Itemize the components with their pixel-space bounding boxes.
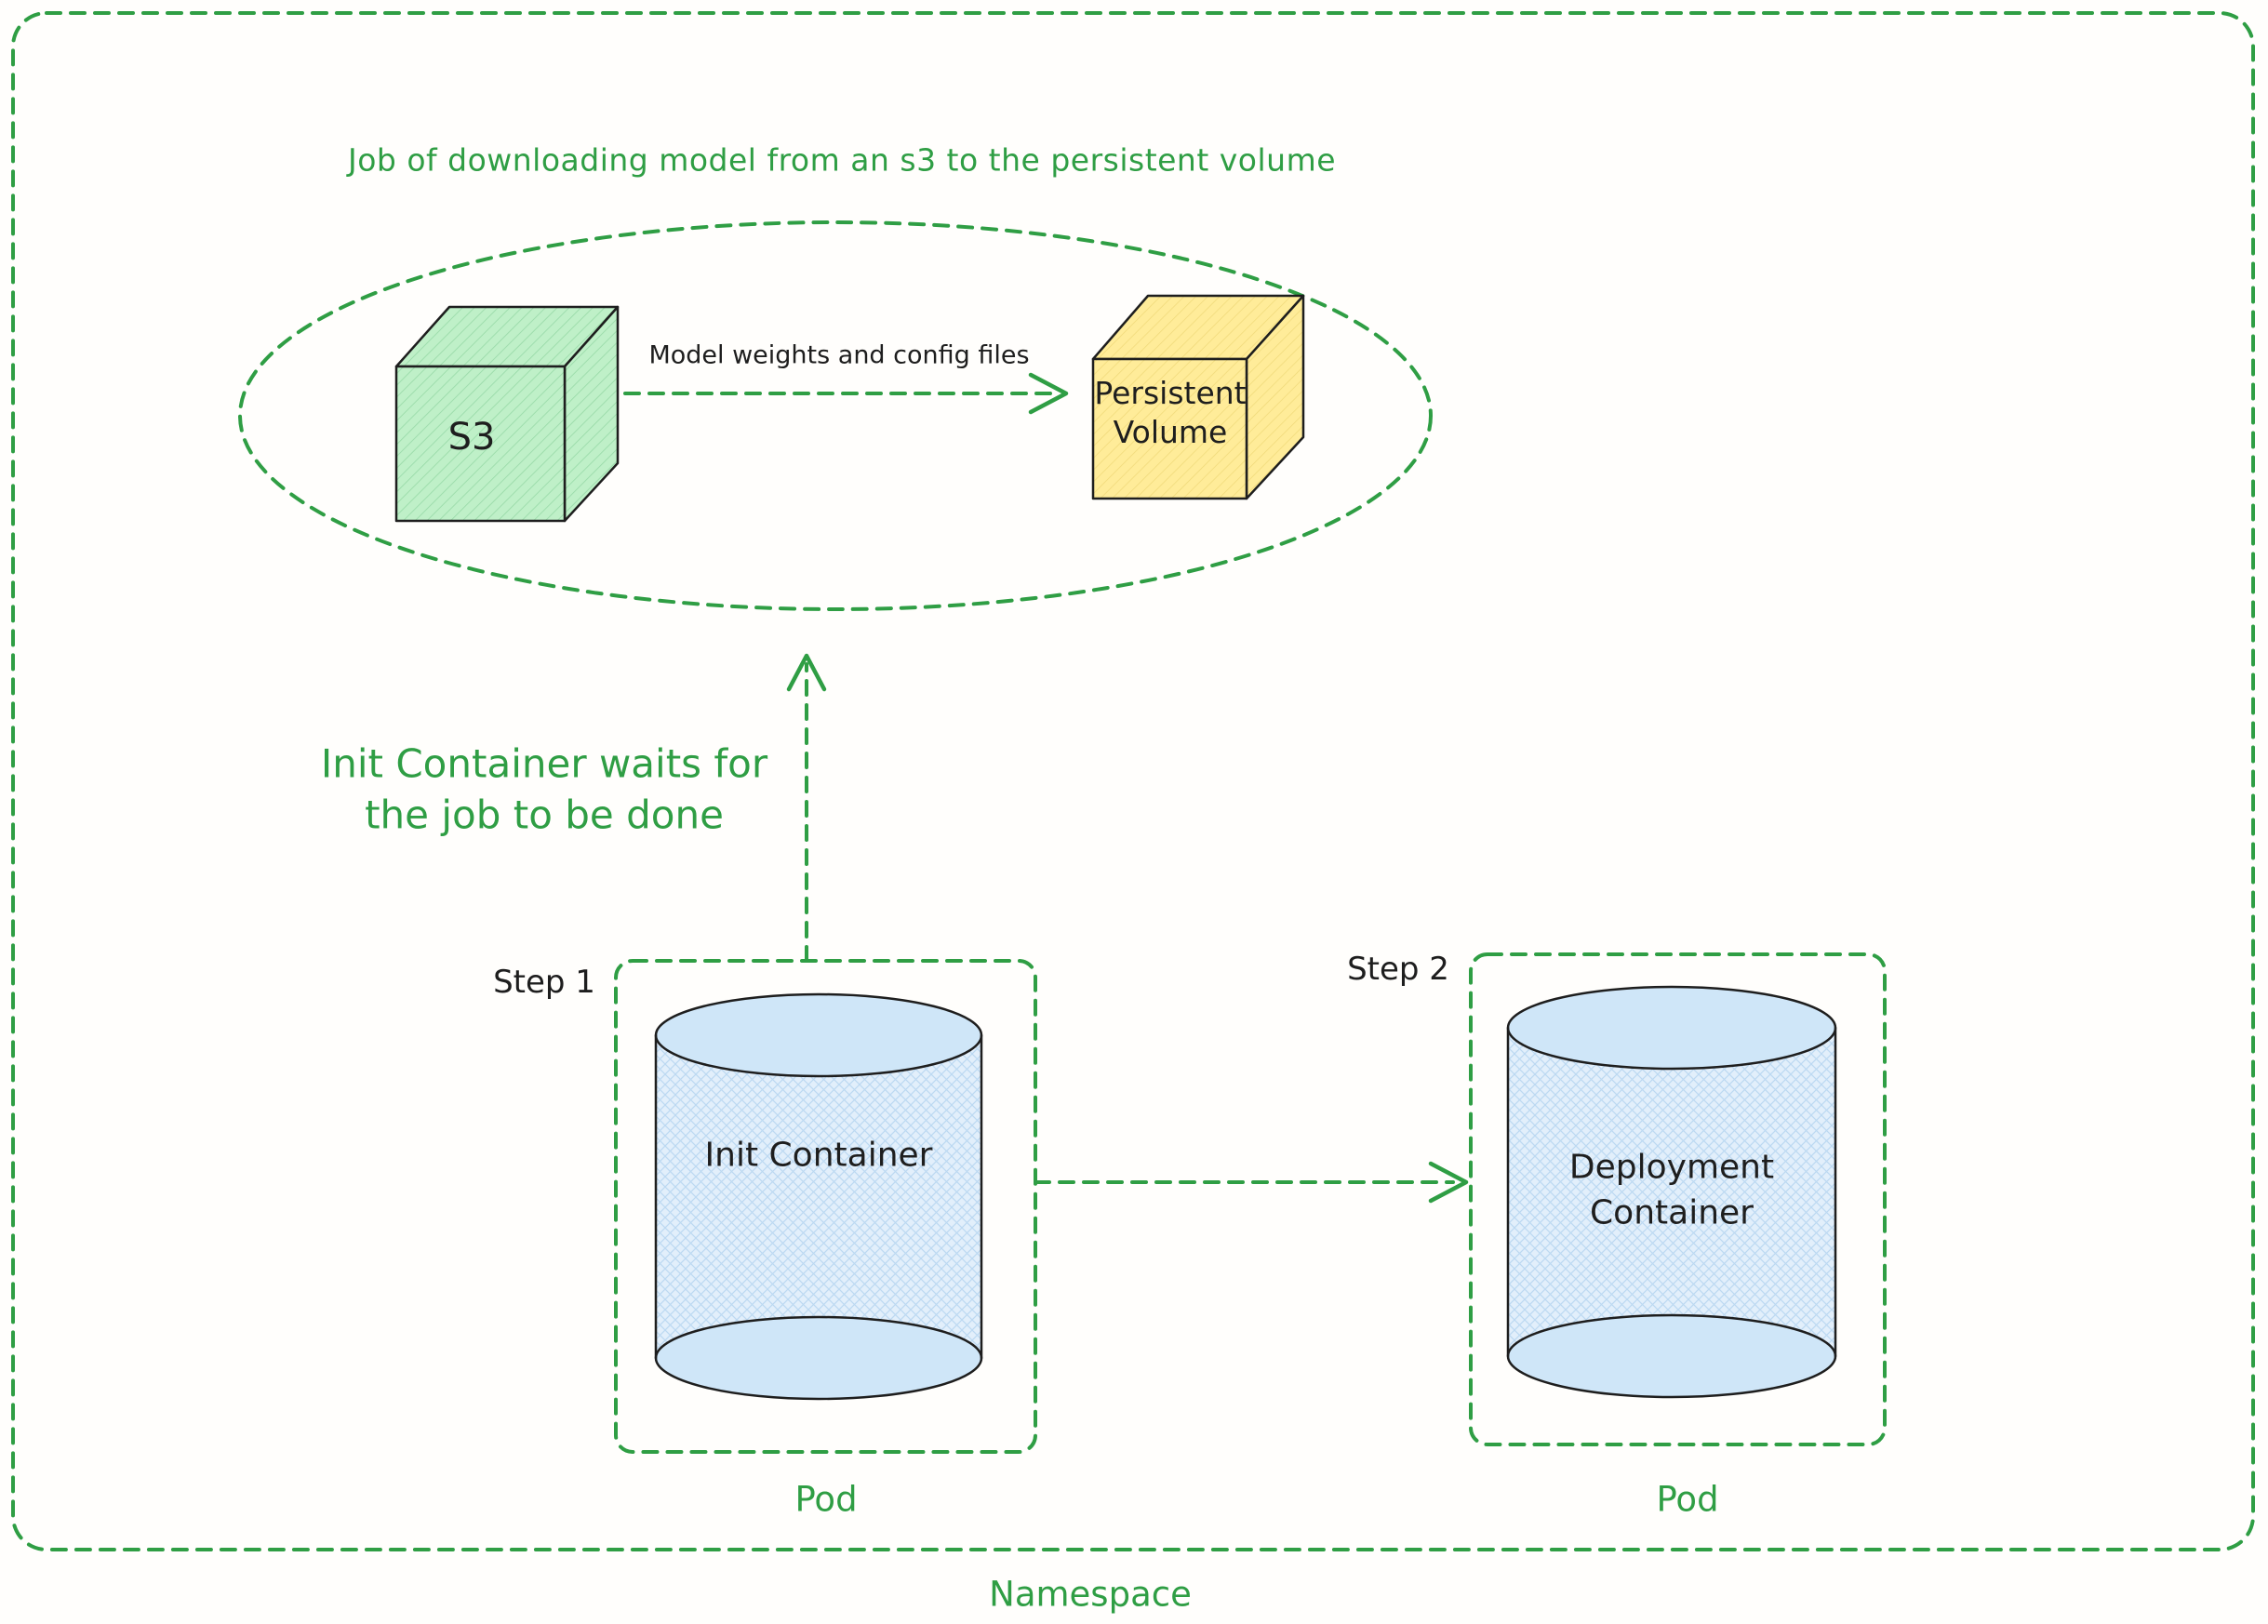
persistent-volume-cube — [1091, 294, 1305, 500]
namespace-boundary — [11, 11, 2255, 1551]
deployment-container-cylinder — [1506, 985, 1837, 1399]
transfer-arrow-label: Model weights and config files — [648, 340, 1030, 370]
s3-label: S3 — [447, 416, 496, 459]
step-arrow — [1034, 1161, 1469, 1204]
wait-note-line2: the job to be done — [365, 792, 724, 837]
wait-arrow — [786, 653, 827, 963]
deployment-container-label-line1: Deployment — [1568, 1148, 1775, 1187]
namespace-label: Namespace — [989, 1574, 1192, 1615]
transfer-arrow — [623, 372, 1069, 415]
deployment-container-label: Deployment Container — [1569, 1145, 1774, 1235]
job-caption: Job of downloading model from an s3 to t… — [347, 141, 1337, 179]
init-container-cylinder — [654, 992, 983, 1401]
step2-label: Step 2 — [1347, 951, 1449, 988]
persistent-volume-label-line2: Volume — [1113, 414, 1228, 450]
s3-cube — [394, 305, 620, 523]
persistent-volume-label: Persistent Volume — [1094, 374, 1246, 452]
job-boundary-ellipse — [238, 220, 1433, 611]
pod2-boundary — [1469, 952, 1887, 1446]
persistent-volume-label-line1: Persistent — [1094, 374, 1247, 411]
init-container-label: Init Container — [704, 1136, 933, 1175]
step1-label: Step 1 — [493, 964, 595, 1001]
pod1-label: Pod — [794, 1479, 858, 1520]
deployment-container-label-line2: Container — [1590, 1193, 1754, 1231]
pod1-boundary — [614, 959, 1037, 1454]
wait-note: Init Container waits for the job to be d… — [321, 739, 767, 840]
wait-note-line1: Init Container waits for — [320, 740, 768, 787]
pod2-label: Pod — [1656, 1479, 1719, 1520]
